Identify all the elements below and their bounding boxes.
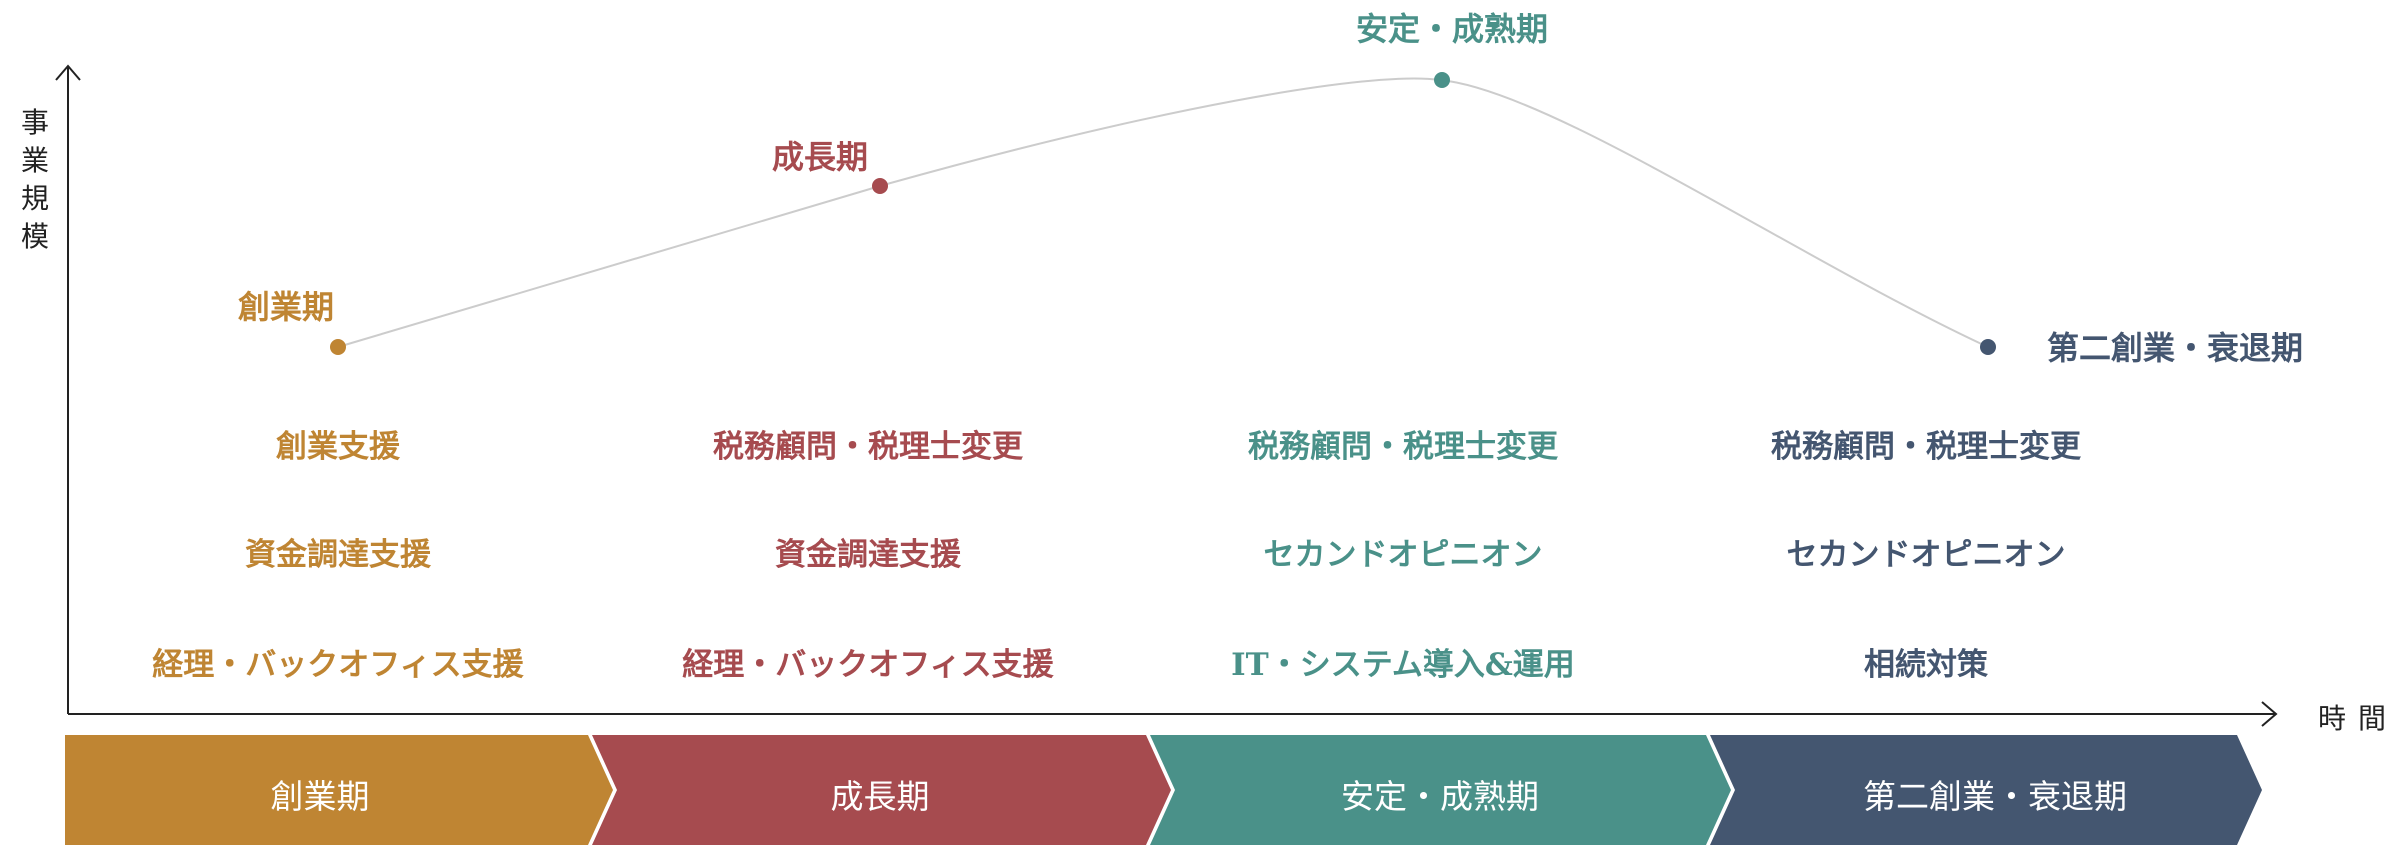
item-growth-2: 資金調達支援 xyxy=(775,537,961,573)
item-stable-1: 税務顧問・税理士変更 xyxy=(1248,429,1558,465)
point-stable xyxy=(1434,72,1450,88)
stage-label-growth: 成長期 xyxy=(771,138,869,176)
item-startup-2: 資金調達支援 xyxy=(245,537,431,573)
item-second-1: 税務顧問・税理士変更 xyxy=(1771,429,2081,465)
item-stable-3: IT・システム導入&運用 xyxy=(1231,647,1575,683)
band-startup xyxy=(65,735,613,845)
band-label-startup: 創業期 xyxy=(270,777,370,816)
x-axis-label: 時間 xyxy=(2318,702,2399,735)
item-second-3: 相続対策 xyxy=(1864,647,1988,683)
band-label-stable: 安定・成熟期 xyxy=(1341,777,1539,816)
band-label-second: 第二創業・衰退期 xyxy=(1863,777,2127,816)
point-second xyxy=(1980,339,1996,355)
y-axis-arrow-icon xyxy=(55,64,81,81)
point-growth xyxy=(872,178,888,194)
point-startup xyxy=(330,339,346,355)
band-second xyxy=(1710,735,2262,845)
item-stable-2: セカンドオピニオン xyxy=(1263,537,1543,573)
band-growth xyxy=(592,735,1171,845)
item-startup-1: 創業支援 xyxy=(276,429,400,465)
stage-label-stable: 安定・成熟期 xyxy=(1355,10,1549,48)
stage-label-second: 第二創業・衰退期 xyxy=(2046,329,2304,367)
item-second-2: セカンドオピニオン xyxy=(1786,537,2066,573)
item-growth-1: 税務顧問・税理士変更 xyxy=(713,429,1023,465)
band-label-growth: 成長期 xyxy=(830,777,930,816)
item-startup-3: 経理・バックオフィス支援 xyxy=(152,647,524,683)
band-stable xyxy=(1150,735,1731,845)
x-axis-arrow-icon xyxy=(2261,701,2278,727)
item-growth-3: 経理・バックオフィス支援 xyxy=(682,647,1054,683)
growth-curve xyxy=(337,77,1989,348)
stage-label-startup: 創業期 xyxy=(237,288,335,326)
y-axis-label: 事業規模 xyxy=(20,106,49,253)
